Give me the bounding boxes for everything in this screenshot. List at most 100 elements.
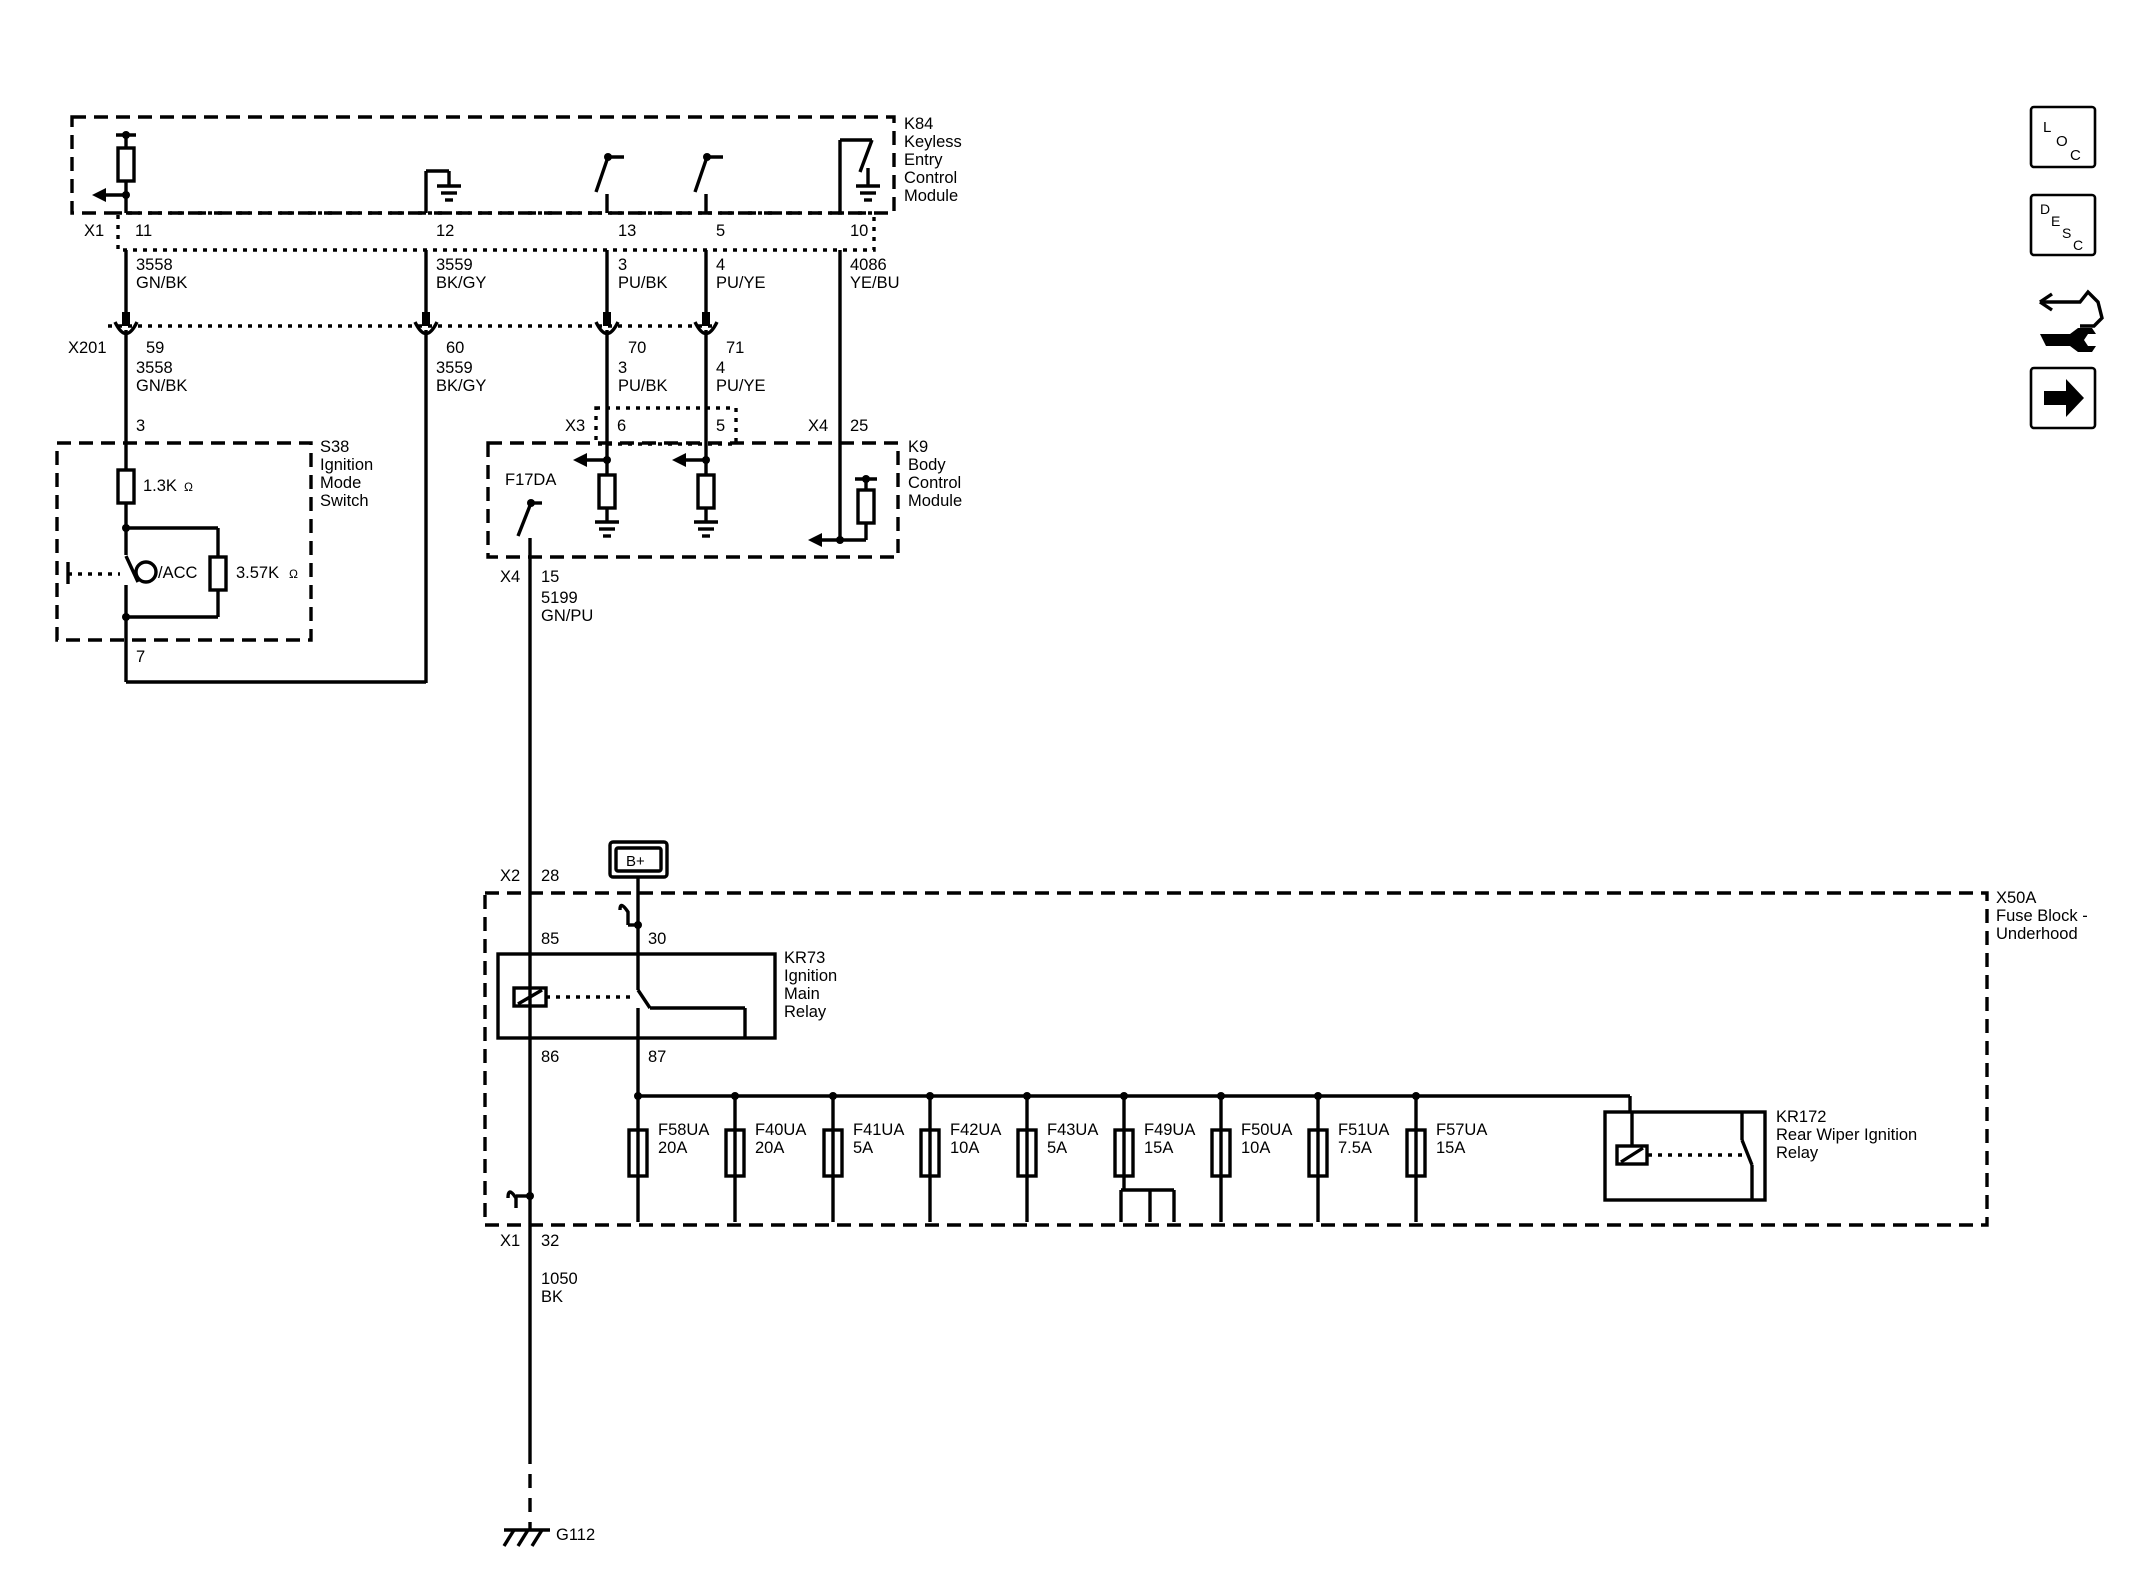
loc-letter-3: C	[2070, 147, 2081, 164]
x1-ground-connector	[506, 1190, 518, 1208]
acc-position-icon	[134, 560, 158, 584]
k9-input-25	[808, 475, 877, 547]
kr73-label-1: Ignition	[784, 967, 837, 985]
wire-3558-circuit: 3558	[136, 256, 173, 274]
battery-positive-terminal: B+	[608, 840, 669, 950]
fuse-name-label: F43UA	[1047, 1121, 1098, 1139]
pin-59: 59	[146, 339, 164, 357]
pin-12: 12	[436, 222, 454, 240]
x1-label: X1	[84, 222, 104, 240]
wire-5199: 5199 GN/PU	[528, 557, 593, 1195]
fuse-group: F58UA20AF40UA20AF41UA5AF42UA10AF43UA5AF4…	[627, 1092, 1487, 1222]
wire-5199-color: GN/PU	[541, 607, 593, 625]
location-view-button[interactable]: L O C	[2029, 105, 2097, 169]
x50a-border	[483, 891, 1989, 1227]
x3-pin-6: 6	[617, 417, 626, 435]
fuse-rating-label: 5A	[1047, 1139, 1067, 1157]
k84-label-2: Entry	[904, 151, 943, 169]
f17da-label: F17DA	[505, 471, 556, 489]
fuse-rating-label: 20A	[658, 1139, 687, 1157]
k84-label-1: Keyless	[904, 133, 962, 151]
wire-4-color: PU/YE	[716, 274, 766, 292]
ground-label: G112	[556, 1526, 595, 1544]
x3-pin-5: 5	[716, 417, 725, 435]
wire-3558-color-b: GN/BK	[136, 377, 187, 395]
pin-70: 70	[628, 339, 646, 357]
x50a-id: X50A	[1996, 889, 2036, 907]
x50a-fuse-block: X50A Fuse Block - Underhood 85 30 86 87 …	[483, 889, 2088, 1227]
kr172-id: KR172	[1776, 1108, 1826, 1126]
wire-4-circuit-b: 4	[716, 359, 725, 377]
resistor-1-3k	[116, 468, 136, 505]
kr172-label-1: Rear Wiper Ignition	[1776, 1126, 1917, 1144]
loc-letter-1: L	[2043, 119, 2051, 136]
k9-input-6	[573, 410, 619, 538]
wire-3558-circuit-b: 3558	[136, 359, 173, 377]
next-page-button[interactable]	[2029, 366, 2097, 430]
wire-labels-upper: 3558 GN/BK 3559 BK/GY 3 PU/BK 4 PU/YE 40…	[136, 256, 900, 292]
x1-pin-32: 32	[541, 1232, 559, 1250]
resistor-1-unit: Ω	[184, 480, 193, 494]
s38-module: 3 S38 Ignition Mode Switch 1.3K Ω 3.57K …	[55, 417, 426, 684]
pin-71: 71	[726, 339, 744, 357]
fuse-rating-label: 15A	[1436, 1139, 1465, 1157]
wire-labels-lower: 3558 GN/BK 3559 BK/GY 3 PU/BK 4 PU/YE	[136, 359, 766, 395]
desc-letter-4: C	[2073, 237, 2083, 253]
description-view-button[interactable]: D E S C	[2029, 193, 2097, 257]
wire-1050-circuit: 1050	[541, 1270, 578, 1288]
pin-5: 5	[716, 222, 725, 240]
k84-module-border	[70, 115, 896, 215]
wire-3559-color-b: BK/GY	[436, 377, 486, 395]
fuse-name-label: F50UA	[1241, 1121, 1292, 1139]
fuse-rating-label: 20A	[755, 1139, 784, 1157]
k9-input-5	[672, 410, 718, 538]
pin-60: 60	[446, 339, 464, 357]
k84-pullup-resistor	[92, 131, 136, 213]
s38-id: S38	[320, 438, 349, 456]
relay-pin-86: 86	[541, 1048, 559, 1066]
fuse-rating-label: 10A	[1241, 1139, 1270, 1157]
fuse-name-label: F57UA	[1436, 1121, 1487, 1139]
x2-pin-28: 28	[541, 867, 559, 885]
wire-4086-circuit: 4086	[850, 256, 887, 274]
k9-module-border	[486, 441, 900, 559]
x4-label-b: X4	[500, 568, 520, 586]
k84-ground-symbol	[424, 169, 461, 213]
fuse-name-label: F41UA	[853, 1121, 904, 1139]
kr172-label-2: Relay	[1776, 1144, 1819, 1162]
wire-4086-color: YE/BU	[850, 274, 900, 292]
s38-label-3: Switch	[320, 492, 369, 510]
loc-letter-2: O	[2056, 133, 2068, 150]
s38-pin-7: 7	[136, 648, 145, 666]
k9-label-3: Module	[908, 492, 962, 510]
relay-pin-87: 87	[648, 1048, 666, 1066]
k9-module: K9 Body Control Module X3 6 5 X4 25	[486, 406, 962, 586]
k9-id: K9	[908, 438, 928, 456]
wire-4-circuit: 4	[716, 256, 725, 274]
relay-pin-85: 85	[541, 930, 559, 948]
fuse-rating-label: 5A	[853, 1139, 873, 1157]
resistor-2-value: 3.57K	[236, 564, 279, 582]
arrow-right-icon	[2044, 379, 2084, 417]
s38-module-border	[55, 441, 313, 642]
k84-label-4: Module	[904, 187, 958, 205]
wires-top-section	[122, 250, 842, 683]
relay-pin-30: 30	[648, 930, 666, 948]
pin-11: 11	[135, 222, 152, 240]
fuse-name-label: F40UA	[755, 1121, 806, 1139]
x50a-label-2: Underhood	[1996, 925, 2078, 943]
resistor-1-value: 1.3K	[143, 477, 177, 495]
bplus-connector	[618, 903, 630, 925]
fuse-rating-label: 15A	[1144, 1139, 1173, 1157]
wire-4-color-b: PU/YE	[716, 377, 766, 395]
connector-end-view-button[interactable]	[2031, 278, 2104, 352]
x50a-label-1: Fuse Block -	[1996, 907, 2088, 925]
wire-3-color: PU/BK	[618, 274, 668, 292]
wire-3559-circuit-b: 3559	[436, 359, 473, 377]
